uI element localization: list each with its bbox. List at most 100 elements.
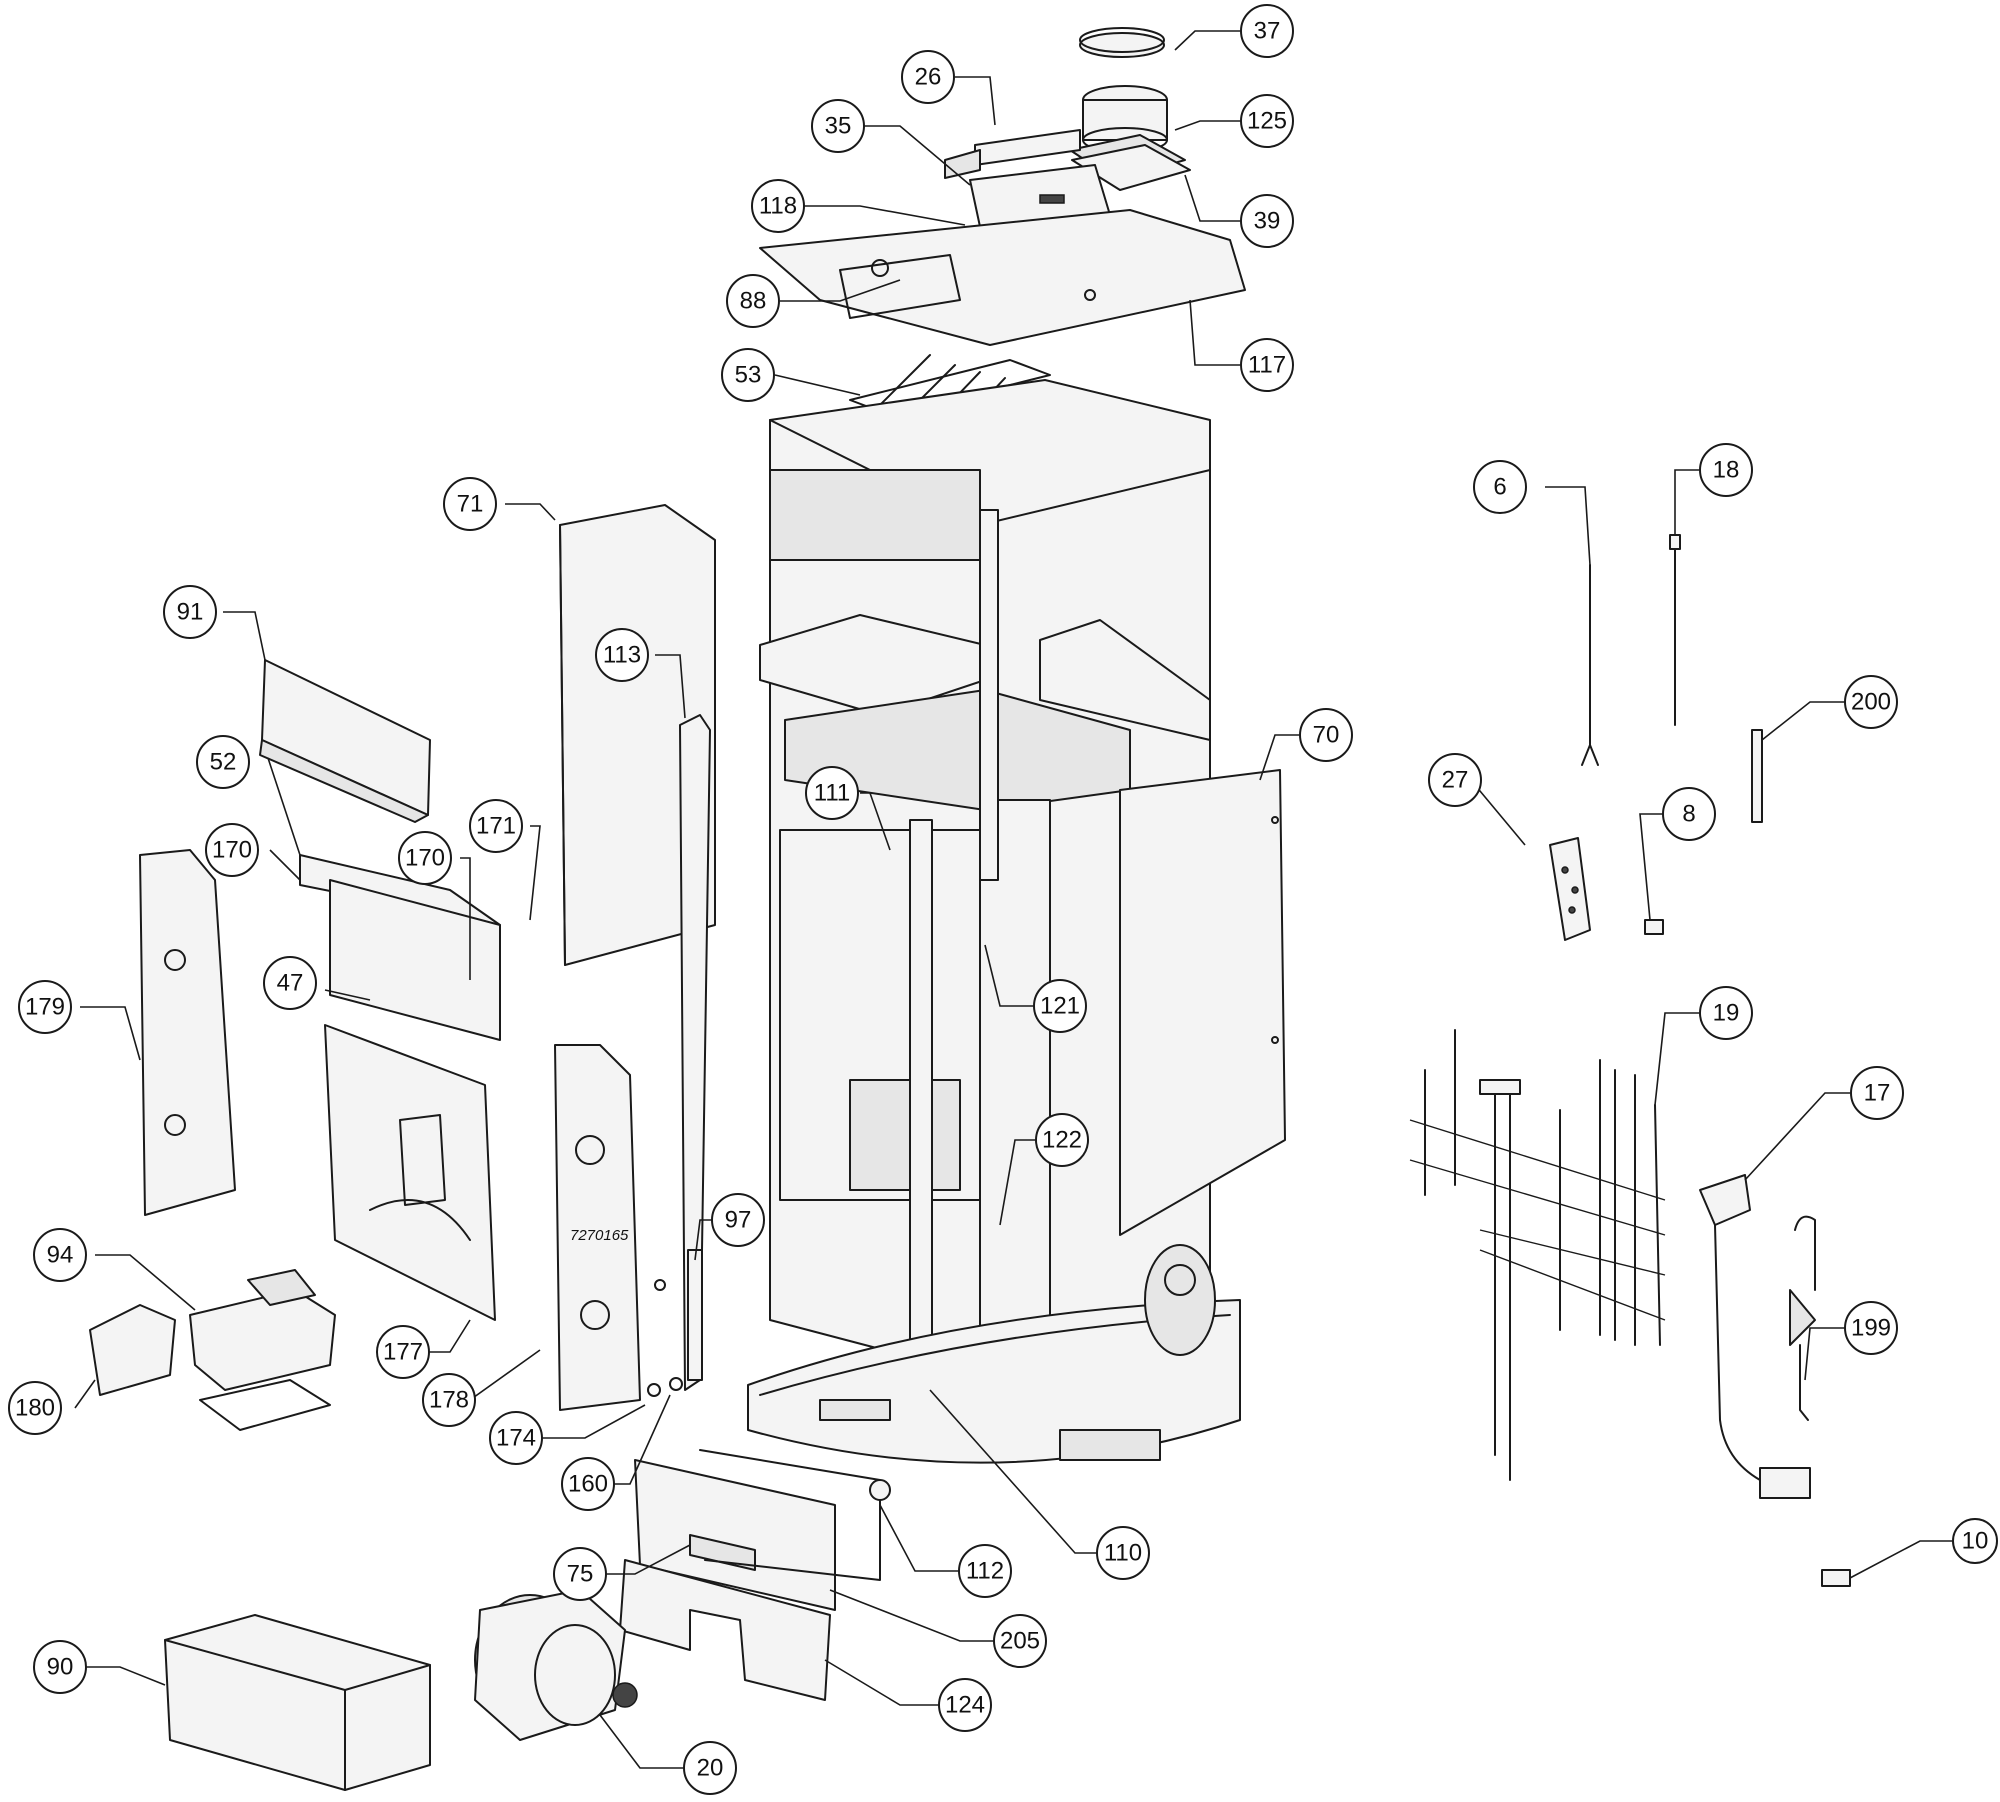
callout-91: 91 <box>163 585 217 639</box>
svg-text:121: 121 <box>1040 993 1080 1020</box>
callout-6: 6 <box>1473 460 1527 514</box>
door-handle-112-part <box>869 1479 891 1501</box>
callout-52: 52 <box>196 735 250 789</box>
firebox-back-part <box>324 1024 496 1321</box>
callout-18: 18 <box>1699 443 1753 497</box>
svg-text:122: 122 <box>1042 1127 1082 1154</box>
svg-text:200: 200 <box>1851 689 1891 716</box>
ash-pan-gasket-part <box>199 1379 331 1431</box>
callout-71: 71 <box>443 477 497 531</box>
callout-bubbles: 37 26 125 35 39 118 88 117 53 6 18 71 20… <box>8 4 1998 1795</box>
svg-text:170: 170 <box>212 837 252 864</box>
callout-47: 47 <box>263 956 317 1010</box>
wire-hook-199-part <box>1789 1215 1816 1421</box>
remote-control-part <box>1549 837 1591 941</box>
callout-26: 26 <box>901 50 955 104</box>
callout-39: 39 <box>1240 194 1294 248</box>
callout-90: 90 <box>33 1640 87 1694</box>
door-frame-part <box>634 1449 881 1611</box>
svg-text:37: 37 <box>1254 18 1281 45</box>
callout-178: 178 <box>422 1373 476 1427</box>
svg-text:118: 118 <box>759 193 797 220</box>
svg-text:35: 35 <box>825 113 852 140</box>
ash-pan-part <box>189 1269 336 1391</box>
power-cord-part <box>1699 1174 1811 1499</box>
callout-113: 113 <box>595 628 649 682</box>
flue-ring-part <box>1079 27 1165 58</box>
svg-text:111: 111 <box>814 780 850 807</box>
svg-text:94: 94 <box>47 1242 74 1269</box>
callout-94: 94 <box>33 1228 87 1282</box>
callout-97: 97 <box>711 1193 765 1247</box>
svg-text:110: 110 <box>1104 1540 1142 1567</box>
side-cover-179-part <box>139 849 236 1216</box>
front-cover-178-part: 7270165 <box>554 1044 641 1411</box>
callout-35: 35 <box>811 99 865 153</box>
callout-177: 177 <box>376 1325 430 1379</box>
top-plate-part <box>759 209 1246 346</box>
svg-text:26: 26 <box>915 64 942 91</box>
terminal-block-10-part <box>1821 1569 1851 1587</box>
callout-75: 75 <box>553 1547 607 1601</box>
callout-110: 110 <box>1096 1526 1150 1580</box>
svg-text:52: 52 <box>210 749 237 776</box>
callout-19: 19 <box>1699 986 1753 1040</box>
callout-20: 20 <box>683 1741 737 1795</box>
svg-text:70: 70 <box>1313 722 1340 749</box>
part-number-stamp: 7270165 <box>570 1227 629 1244</box>
callout-160: 160 <box>561 1457 615 1511</box>
cable-18-part <box>1669 534 1681 726</box>
callout-8: 8 <box>1662 787 1716 841</box>
svg-text:205: 205 <box>1000 1628 1040 1655</box>
wiring-harness-part <box>1409 1029 1666 1481</box>
svg-text:178: 178 <box>429 1387 469 1414</box>
svg-text:174: 174 <box>496 1425 536 1452</box>
callout-118: 118 <box>751 179 805 233</box>
washer-parts <box>647 1279 683 1397</box>
callout-180: 180 <box>8 1381 62 1435</box>
callout-37: 37 <box>1240 4 1294 58</box>
svg-text:177: 177 <box>383 1339 423 1366</box>
svg-text:20: 20 <box>697 1755 724 1782</box>
svg-text:179: 179 <box>25 994 65 1021</box>
fitting-97-part <box>687 1249 703 1381</box>
tube-200-part <box>1751 729 1763 823</box>
callout-171: 171 <box>469 799 523 853</box>
svg-text:53: 53 <box>735 362 762 389</box>
svg-text:160: 160 <box>568 1471 608 1498</box>
svg-text:88: 88 <box>740 288 767 315</box>
main-body-part <box>759 379 1211 1421</box>
bottom-box-90-part <box>164 1614 431 1791</box>
svg-text:19: 19 <box>1713 1000 1740 1027</box>
top-cover-part <box>259 659 431 823</box>
callout-117: 117 <box>1240 338 1294 392</box>
callout-122: 122 <box>1035 1113 1089 1167</box>
callout-70: 70 <box>1299 708 1353 762</box>
svg-text:10: 10 <box>1962 1528 1989 1555</box>
svg-text:124: 124 <box>945 1692 985 1719</box>
callout-125: 125 <box>1240 94 1294 148</box>
small-cover-180-part <box>89 1304 176 1396</box>
combustion-fan-20-part <box>474 1589 638 1741</box>
side-panel-71-part <box>559 504 716 966</box>
svg-text:27: 27 <box>1442 767 1469 794</box>
callout-121: 121 <box>1033 979 1087 1033</box>
callout-53: 53 <box>721 348 775 402</box>
callout-124: 124 <box>938 1678 992 1732</box>
svg-text:97: 97 <box>725 1207 752 1234</box>
svg-text:180: 180 <box>15 1395 55 1422</box>
svg-text:75: 75 <box>567 1561 594 1588</box>
callout-200: 200 <box>1844 675 1898 729</box>
callout-111: 111 <box>805 766 859 820</box>
svg-text:91: 91 <box>177 599 204 626</box>
callout-205: 205 <box>993 1614 1047 1668</box>
svg-text:39: 39 <box>1254 208 1281 235</box>
svg-text:71: 71 <box>457 491 484 518</box>
svg-text:125: 125 <box>1247 108 1287 135</box>
connector-8-part <box>1644 919 1664 935</box>
callout-10: 10 <box>1952 1518 1998 1564</box>
temperature-probe-part <box>1581 564 1599 766</box>
svg-text:90: 90 <box>47 1654 74 1681</box>
